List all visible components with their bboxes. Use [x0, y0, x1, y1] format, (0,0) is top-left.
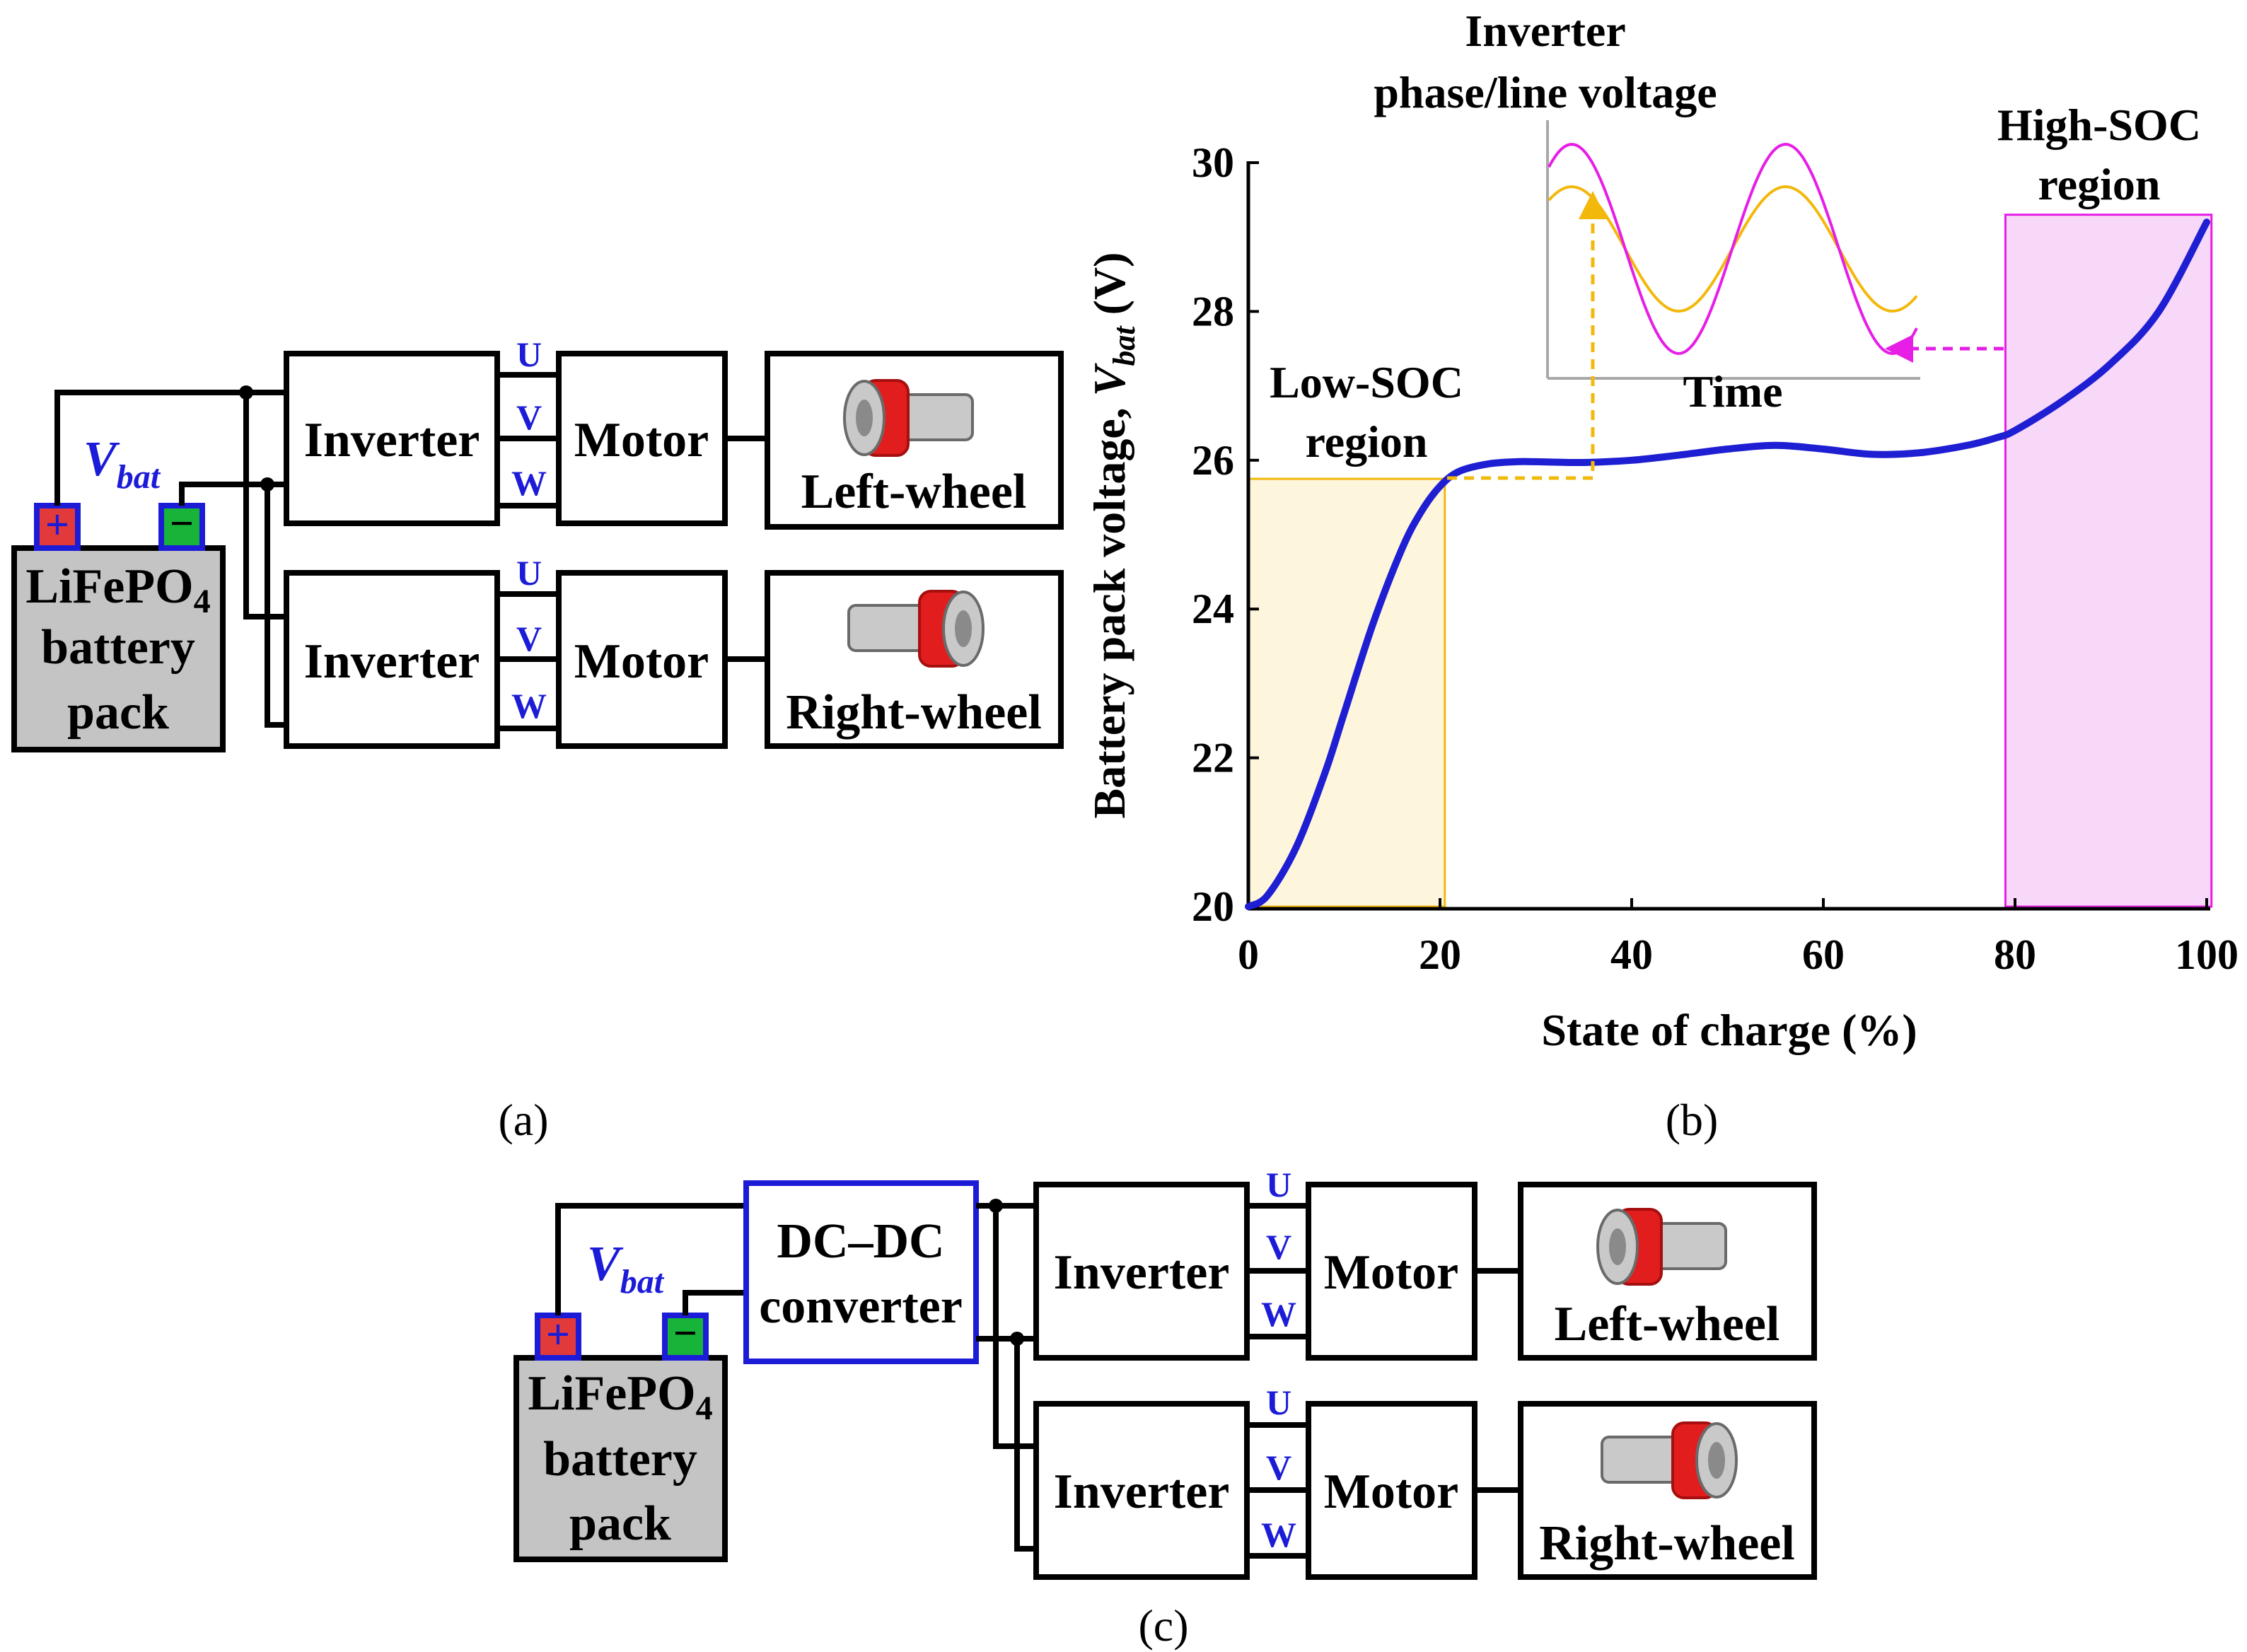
- battery-pack: [11, 545, 226, 752]
- right-wheel-block: [1518, 1401, 1817, 1580]
- phase-v-bottom: V: [1266, 1448, 1291, 1487]
- inset-title-line2: phase/line voltage: [1374, 67, 1717, 117]
- phase-w-bottom: W: [1261, 1515, 1296, 1554]
- phase-w-top: W: [511, 463, 547, 503]
- right-wheel-label: Right-wheel: [786, 685, 1042, 740]
- low-soc-region: [1247, 477, 1446, 908]
- panel-a: LiFePO4 battery pack + − Vbat Inverter I…: [11, 335, 1064, 1145]
- low-soc-label-line2: region: [1305, 417, 1427, 467]
- svg-text:+: +: [45, 501, 69, 548]
- phase-u-bottom: U: [1266, 1383, 1291, 1422]
- phase-u-top: U: [1266, 1165, 1291, 1204]
- inset-time-label: Time: [1683, 366, 1782, 417]
- x-tick-label: 20: [1419, 931, 1461, 978]
- caption-c: (c): [1138, 1600, 1188, 1651]
- inset-title-line1: Inverter: [1465, 6, 1625, 56]
- left-wheel-block: [1518, 1182, 1817, 1361]
- y-axis-label: Battery pack voltage, Vbat (V): [1084, 252, 1142, 819]
- battery-pack: [513, 1355, 728, 1562]
- phase-v-top: V: [1266, 1227, 1291, 1267]
- panel-c: LiFePO4 battery pack + − Vbat DC–DC conv…: [513, 1165, 1817, 1651]
- high-soc-label: High-SOC: [1997, 100, 2201, 150]
- battery-label-line2: battery: [543, 1432, 697, 1487]
- low-soc-arrow: [1447, 191, 1607, 480]
- y-tick-label: 28: [1192, 288, 1234, 335]
- svg-text:−: −: [170, 500, 194, 547]
- inverter-top-block: [1033, 1182, 1250, 1361]
- battery-label-line3: pack: [67, 685, 169, 740]
- motor-top-label: Motor: [1324, 1245, 1458, 1300]
- battery-label-line2: battery: [41, 620, 195, 675]
- right-wheel-label: Right-wheel: [1539, 1516, 1795, 1571]
- motor-bottom-block: [556, 570, 728, 749]
- battery-label-line1: LiFePO4: [528, 1366, 712, 1427]
- wheel-icon: [1596, 1208, 1727, 1286]
- motor-bottom-label: Motor: [1324, 1465, 1458, 1519]
- battery-label-line1: LiFePO4: [25, 559, 210, 620]
- dc-dc-converter-block: [743, 1180, 979, 1364]
- negative-terminal: −: [662, 1310, 709, 1361]
- x-tick-label: 60: [1802, 931, 1845, 978]
- vbat-label: Vbat: [587, 1237, 665, 1301]
- inverter-bottom-label: Inverter: [304, 634, 480, 689]
- phase-v-top: V: [516, 397, 542, 437]
- x-tick-label: 80: [1994, 931, 2036, 978]
- inset-line-voltage: [1548, 142, 1918, 356]
- x-tick-label: 0: [1238, 931, 1259, 978]
- phase-w-bottom: W: [511, 686, 547, 726]
- inverter-bottom-label: Inverter: [1054, 1465, 1230, 1519]
- left-wheel-label: Left-wheel: [801, 465, 1027, 519]
- phase-u-top: U: [516, 335, 542, 374]
- right-wheel-block: [765, 570, 1064, 749]
- battery-label-line3: pack: [569, 1496, 671, 1551]
- motor-bottom-block: [1306, 1401, 1477, 1580]
- motor-top-label: Motor: [574, 413, 709, 467]
- wheel-icon: [843, 379, 974, 457]
- caption-a: (a): [498, 1095, 548, 1145]
- y-tick-label: 24: [1192, 586, 1234, 632]
- motor-bottom-label: Motor: [574, 634, 709, 689]
- x-tick-label: 100: [2175, 931, 2239, 978]
- y-tick-label: 26: [1192, 437, 1234, 484]
- inverter-voltage-inset: Inverter phase/line voltage Time: [1374, 6, 1920, 417]
- positive-terminal: +: [34, 501, 81, 551]
- low-soc-label: Low-SOC: [1270, 357, 1463, 407]
- phase-u-bottom: U: [516, 553, 542, 593]
- inverter-top-label: Inverter: [1054, 1245, 1230, 1300]
- phase-v-bottom: V: [516, 619, 542, 658]
- left-wheel-label: Left-wheel: [1555, 1297, 1780, 1351]
- high-soc-region: [2004, 214, 2213, 908]
- positive-terminal: +: [535, 1311, 581, 1361]
- y-tick-label: 22: [1192, 735, 1234, 781]
- svg-text:−: −: [673, 1310, 697, 1356]
- voltage-curve: [1245, 219, 2210, 910]
- motor-top-block: [556, 351, 728, 526]
- caption-b: (b): [1666, 1095, 1719, 1145]
- inverter-top-label: Inverter: [304, 413, 480, 467]
- inverter-bottom-block: [1033, 1401, 1250, 1580]
- dc-dc-converter-label: DC–DC: [777, 1214, 944, 1269]
- negative-terminal: −: [158, 500, 205, 551]
- phase-w-top: W: [1261, 1294, 1296, 1334]
- y-tick-label: 20: [1192, 883, 1234, 930]
- dc-dc-converter-label-line2: converter: [759, 1279, 963, 1334]
- x-axis-label: State of charge (%): [1541, 1005, 1917, 1055]
- wheel-icon: [1601, 1421, 1738, 1499]
- wheel-icon: [847, 590, 985, 668]
- high-soc-label-line2: region: [2038, 159, 2160, 209]
- x-tick-label: 40: [1610, 931, 1653, 978]
- y-tick-label: 30: [1192, 139, 1234, 186]
- vbat-label: Vbat: [83, 432, 161, 496]
- svg-text:+: +: [546, 1311, 570, 1358]
- inverter-bottom-block: [284, 570, 500, 749]
